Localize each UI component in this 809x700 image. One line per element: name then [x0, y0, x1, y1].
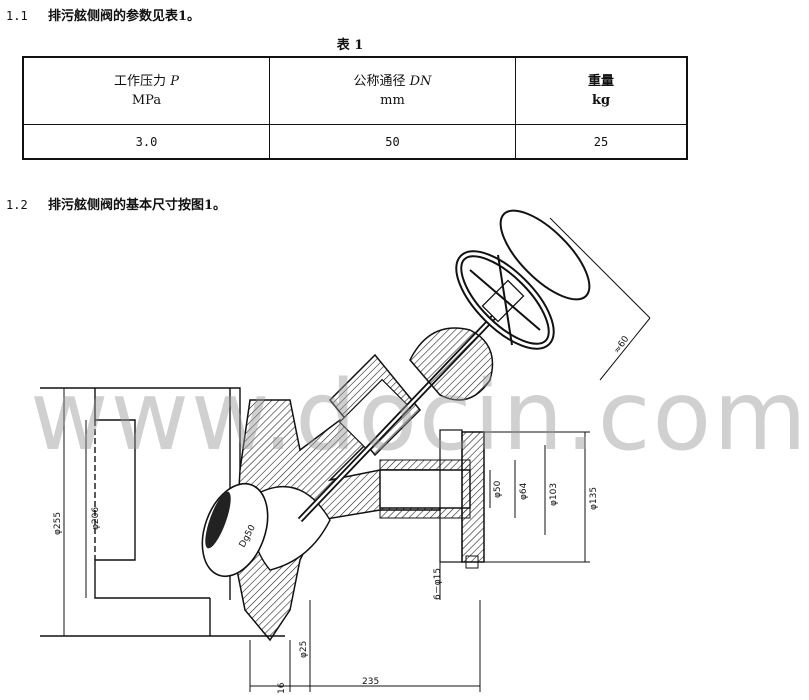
- header-weight-label: 重量: [587, 74, 614, 89]
- cell-weight: 25: [515, 124, 688, 160]
- bonnet-stem: [297, 279, 525, 523]
- header-pressure-unit: MPa: [131, 93, 162, 108]
- header-diameter-label: 公称通径: [353, 74, 410, 89]
- header-diameter-unit: mm: [380, 93, 405, 108]
- table-header-row: 工作压力 P MPa 公称通径 DN mm 重量 kg: [22, 56, 688, 125]
- section-1-1: 1.1 排污舷侧阀的参数见表1。: [6, 5, 200, 24]
- dim-d64: φ64: [519, 482, 529, 500]
- dim-d206: φ206: [91, 507, 101, 530]
- header-weight: 重量 kg: [515, 56, 688, 125]
- table-caption: 表 1: [336, 38, 364, 53]
- dim-235: 235: [362, 677, 379, 687]
- section-number: 1.1: [6, 9, 28, 23]
- valve-drawing: ≈60 φ50 φ64 φ103 φ135 6－φ15 φ255 φ206 Dg…: [40, 209, 651, 694]
- cell-diameter: 50: [269, 124, 516, 160]
- dim-holes: 6－φ15: [433, 568, 443, 600]
- outlet-flange: [379, 429, 485, 569]
- handwheel: [455, 209, 591, 350]
- section-number: 1.2: [6, 198, 28, 212]
- cell-pressure: 3.0: [22, 124, 270, 160]
- header-diameter-symbol: DN: [409, 74, 432, 89]
- table-row: 3.0 50 25: [22, 124, 688, 160]
- header-pressure: 工作压力 P MPa: [22, 56, 270, 125]
- dim-d25: φ25: [299, 641, 309, 658]
- outlet-dimension-lines: [439, 431, 590, 600]
- left-dimension-lines: [63, 388, 87, 636]
- dim-d135: φ135: [589, 487, 599, 510]
- section-text: 排污舷侧阀的参数见表1。: [48, 9, 201, 24]
- dim-d50: φ50: [493, 480, 503, 498]
- header-weight-unit: kg: [591, 93, 611, 108]
- header-pressure-label: 工作压力: [114, 74, 171, 89]
- section-text: 排污舷侧阀的基本尺寸按图1。: [48, 198, 227, 213]
- parameter-table: 工作压力 P MPa 公称通径 DN mm 重量 kg 3.0 50 25: [22, 56, 688, 160]
- dim-d255: φ255: [53, 512, 63, 535]
- bottom-dimension-lines: [249, 600, 481, 692]
- section-1-2: 1.2 排污舷侧阀的基本尺寸按图1。: [6, 194, 226, 213]
- handwheel-dimension: [549, 217, 651, 381]
- header-pressure-symbol: P: [170, 74, 179, 89]
- watermark: www.docin.com: [30, 360, 809, 472]
- dim-d103: φ103: [549, 483, 559, 506]
- dim-16: 16: [277, 682, 287, 694]
- header-diameter: 公称通径 DN mm: [269, 56, 516, 125]
